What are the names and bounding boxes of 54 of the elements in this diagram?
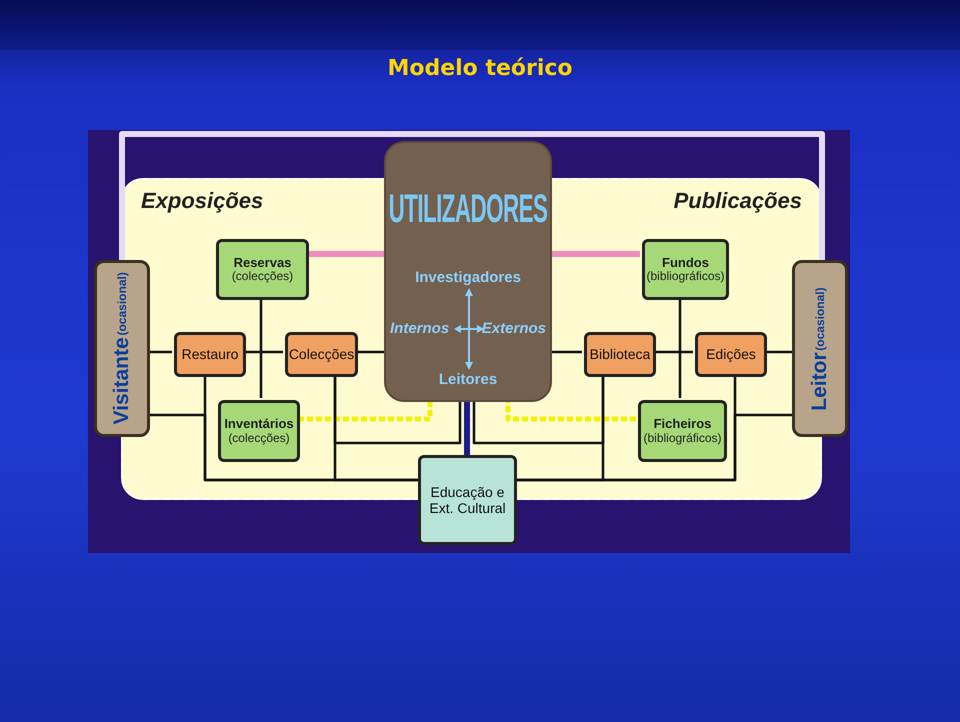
- node-title: UTILIZADORES: [388, 187, 548, 232]
- node-label: Edições: [705, 346, 757, 363]
- node-subtitle: (colecções): [232, 270, 294, 284]
- node-label: Educação e Ext. Cultural: [428, 484, 507, 516]
- connector: [334, 375, 462, 444]
- node-title: Visitante: [110, 338, 134, 425]
- connector: [654, 350, 693, 354]
- node-label: Investigadores: [414, 269, 522, 286]
- connector: [472, 375, 604, 444]
- side-box: [94, 260, 150, 437]
- node-subtitle: (colecções): [228, 432, 290, 445]
- slide-title: Modelo teórico: [386, 56, 574, 81]
- central-box: [384, 141, 552, 402]
- section-heading: Exposições: [141, 188, 264, 214]
- node-label: Restauro: [180, 346, 240, 363]
- connector: [260, 298, 262, 398]
- process-box: [218, 400, 300, 462]
- connector: [307, 251, 384, 257]
- connector: [119, 131, 825, 260]
- process-box: [638, 400, 727, 462]
- process-box: [642, 239, 729, 300]
- connector: [244, 350, 283, 354]
- node-label: Externos: [482, 320, 546, 337]
- connector: [356, 350, 384, 354]
- node-subtitle: (ocasional): [115, 272, 129, 336]
- node-subtitle: (bibliográficos): [643, 432, 722, 445]
- node-title: Ficheiros: [654, 417, 712, 432]
- node-label: Leitores: [438, 371, 498, 388]
- node-label: Colecções: [288, 346, 356, 363]
- process-box: [216, 239, 309, 300]
- section-heading: Publicações: [674, 188, 802, 214]
- connector: [552, 251, 640, 257]
- node-label: Biblioteca: [588, 346, 652, 363]
- side-box: [792, 260, 848, 437]
- connector: [678, 298, 682, 398]
- node-title: Leitor: [808, 352, 832, 410]
- node-title: Inventários: [224, 417, 294, 432]
- node-title: Fundos: [662, 256, 709, 270]
- node-subtitle: (bibliográficos): [646, 270, 725, 284]
- connector: [552, 350, 582, 354]
- node-label: Internos: [390, 320, 450, 337]
- process-box: [285, 332, 358, 377]
- process-box: [174, 332, 246, 377]
- connector: [150, 350, 172, 354]
- dashed-connector: [298, 402, 432, 422]
- node-title: Reservas: [234, 256, 292, 270]
- process-box: [418, 455, 517, 545]
- connector: [517, 414, 792, 482]
- dashed-connector: [506, 402, 636, 422]
- connector: [464, 402, 470, 455]
- process-box: [695, 332, 767, 377]
- process-box: [584, 332, 656, 377]
- node-subtitle: (ocasional): [813, 286, 827, 350]
- connector: [765, 350, 792, 354]
